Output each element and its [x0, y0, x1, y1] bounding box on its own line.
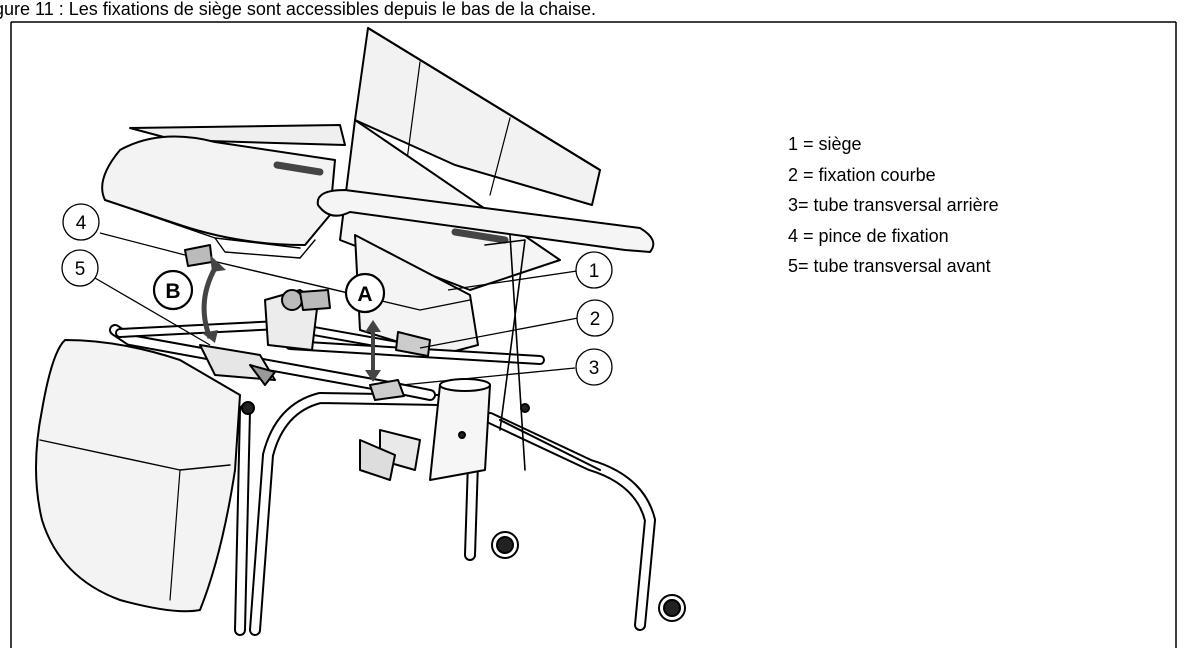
callout-label: 4: [76, 213, 87, 234]
callout-label: 2: [590, 309, 601, 330]
callout-circle: [575, 348, 613, 386]
motion-label-circle: [344, 272, 386, 314]
motion-label-text: A: [357, 283, 372, 306]
motion-label-text: B: [165, 280, 180, 303]
legend-item-seat: 1 = siège: [788, 134, 862, 154]
callout-circle: [62, 203, 100, 241]
callout-2: 2: [576, 299, 614, 337]
legend-item-rear-cross-tube: 3= tube transversal arrière: [788, 195, 999, 215]
legend-item-fixation-clamp: 4 = pince de fixation: [788, 225, 949, 246]
callout-label: 5: [75, 259, 86, 280]
seat-underside: [199, 234, 479, 356]
legend-item-curved-fixation: 2 = fixation courbe: [788, 164, 936, 185]
legend: 1 = siège 2 = fixation courbe 3= tube tr…: [788, 133, 1158, 286]
casters: [241, 401, 686, 622]
callout-circle: [61, 249, 99, 287]
seat-cushion: [101, 124, 346, 259]
callout-circle: [576, 299, 614, 337]
callout-circle: [575, 251, 613, 289]
motion-label-circle: [152, 269, 194, 311]
footrest: [35, 339, 241, 613]
callout-5: 5: [61, 249, 99, 287]
cropped-caption: gure 11 : Les fixations de siège sont ac…: [0, 0, 596, 19]
legend-item-front-cross-tube: 5= tube transversal avant: [788, 256, 991, 276]
leader-lines: [94, 232, 579, 386]
callout-1: 1: [575, 251, 613, 289]
callout-4: 4: [62, 203, 100, 241]
motion-label-b: B: [152, 269, 194, 311]
armrest: [316, 189, 655, 253]
callout-3: 3: [575, 348, 613, 386]
callout-label: 1: [589, 261, 600, 282]
motion-label-a: A: [344, 272, 386, 314]
fixation-clamps: [184, 244, 431, 401]
callout-label: 3: [589, 358, 600, 379]
motion-arrows: [201, 255, 381, 382]
